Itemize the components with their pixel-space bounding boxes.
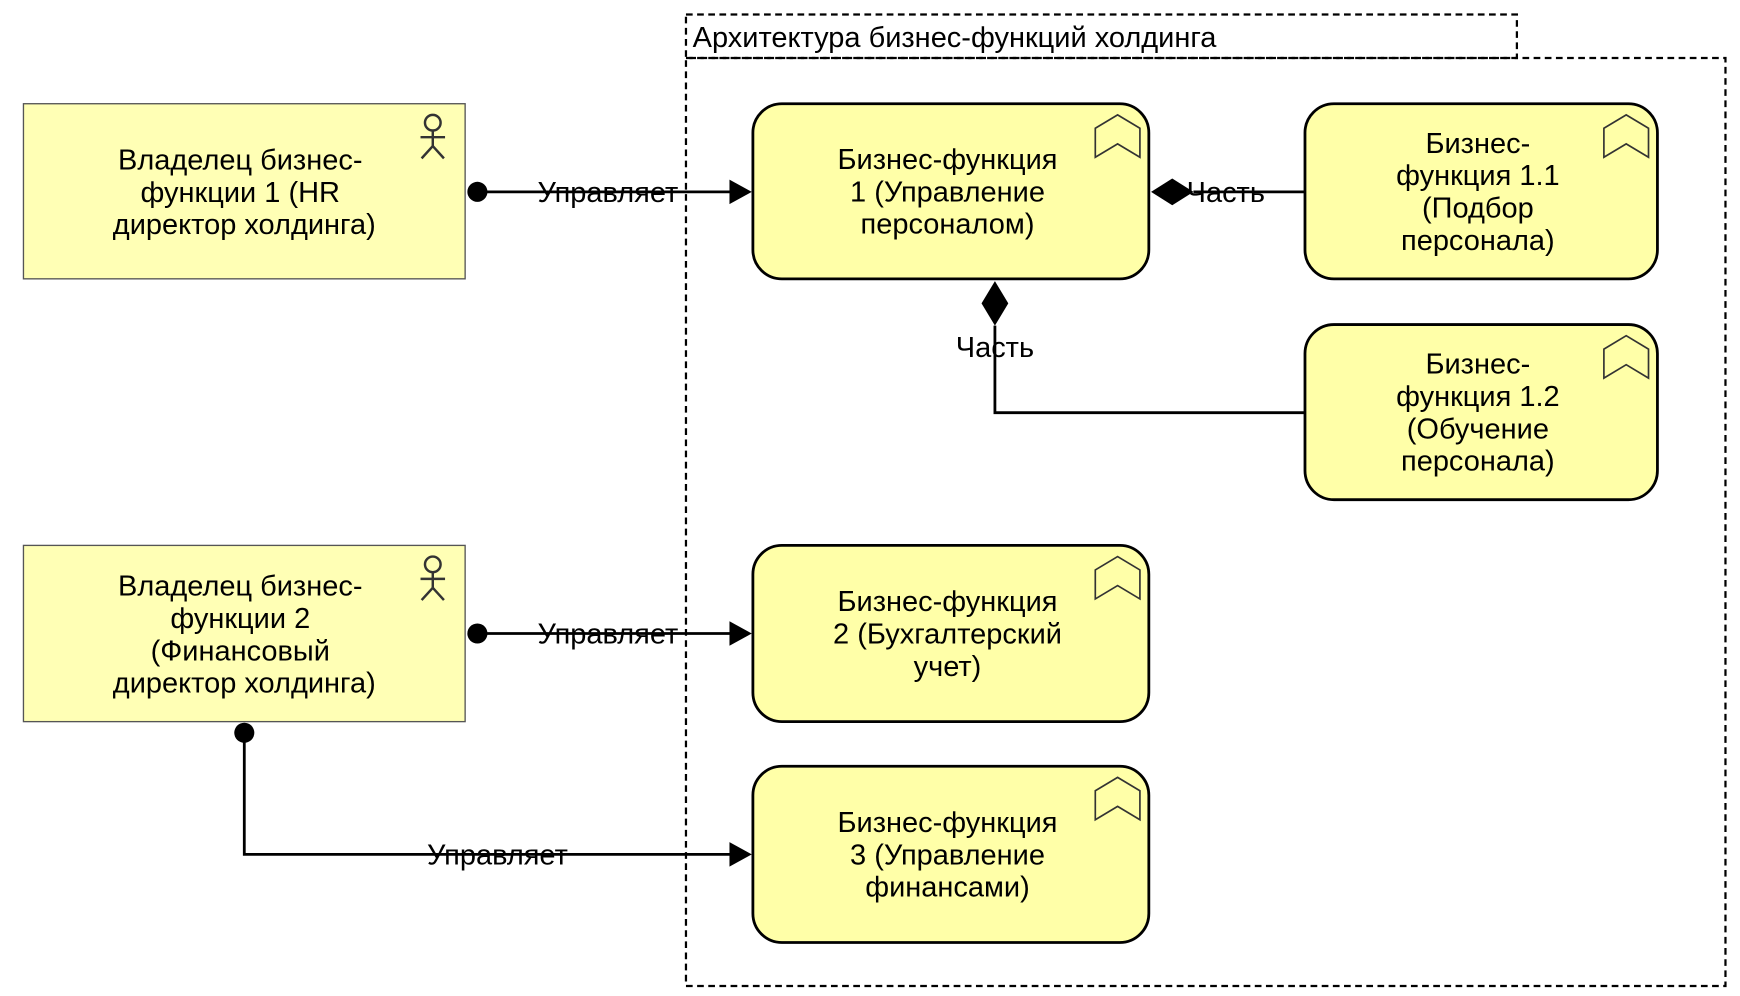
relation-assignment-3[interactable]: Управляет bbox=[234, 722, 752, 872]
business-function-icon bbox=[1094, 555, 1141, 601]
relation-assignment-2[interactable]: Управляет bbox=[467, 619, 752, 651]
relation-label: Часть bbox=[1187, 177, 1265, 209]
group-holding-architecture[interactable]: Архитектура бизнес-функций холдинга bbox=[684, 13, 1727, 988]
relation-label: Управляет bbox=[537, 619, 678, 651]
group-title: Архитектура бизнес-функций холдинга bbox=[693, 22, 1218, 54]
actor-1[interactable]: Владелец бизнес- функции 1 (HR директор … bbox=[22, 103, 466, 280]
relation-assignment-1[interactable]: Управляет bbox=[467, 177, 752, 209]
actor-2[interactable]: Владелец бизнес- функции 2 (Финансовый д… bbox=[22, 544, 466, 723]
relation-composition-2[interactable]: Часть bbox=[956, 281, 1305, 415]
relation-label: Управляет bbox=[537, 177, 678, 209]
actor-icon bbox=[420, 555, 446, 601]
business-function-icon bbox=[1603, 334, 1650, 380]
business-function-icon bbox=[1603, 113, 1650, 159]
relation-label: Управляет bbox=[427, 839, 568, 871]
actor-icon bbox=[420, 113, 446, 160]
business-function-icon bbox=[1094, 113, 1141, 159]
business-function-icon bbox=[1094, 776, 1141, 822]
actor-2-label: Владелец бизнес- функции 2 (Финансовый д… bbox=[113, 571, 376, 700]
actor-1-label: Владелец бизнес- функции 1 (HR директор … bbox=[113, 145, 376, 242]
relation-composition-1[interactable]: Часть bbox=[1151, 177, 1305, 209]
relation-label: Часть bbox=[956, 332, 1034, 364]
